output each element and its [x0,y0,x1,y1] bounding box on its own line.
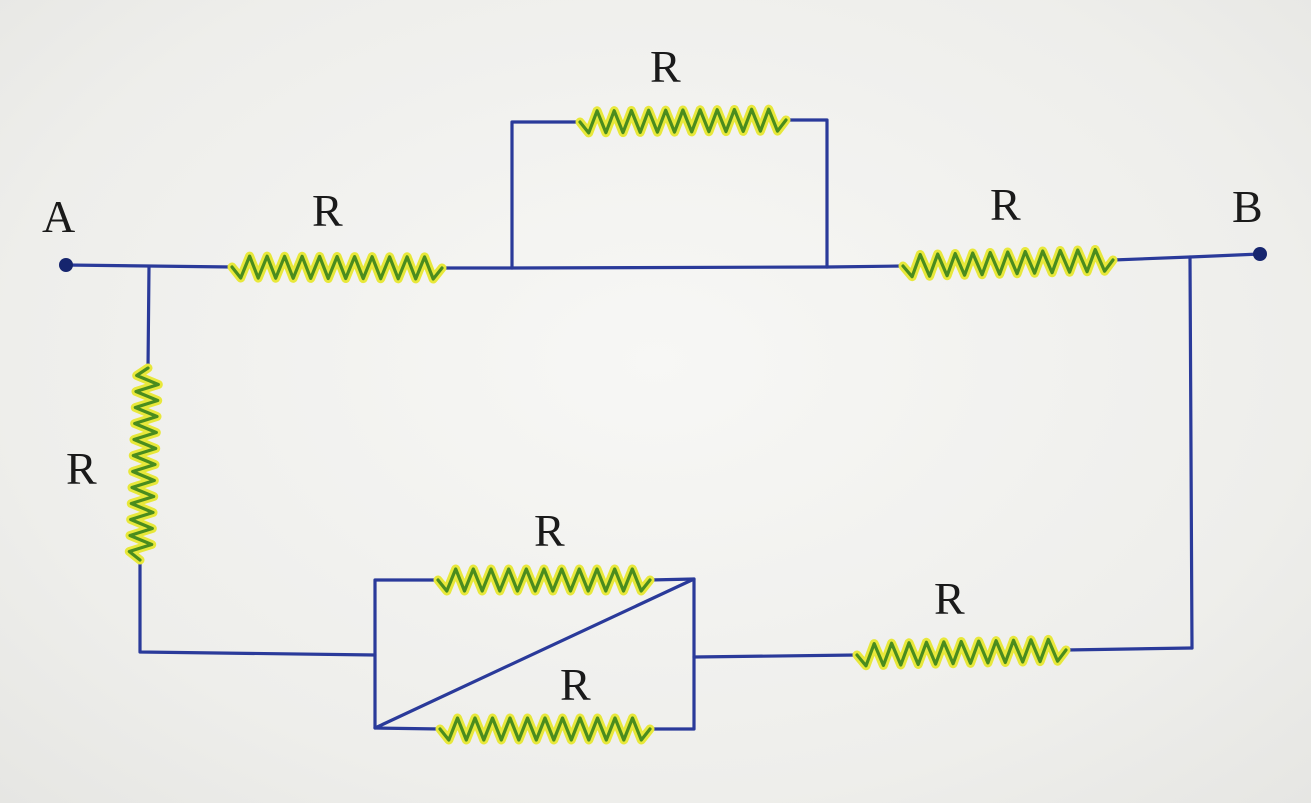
resistor-bottom-right [852,634,1071,671]
resistor-left-series [227,251,447,284]
resistor-label-box-lower: R [560,659,591,710]
resistor-left-series-coil [230,254,444,281]
wire-top-loop [510,118,829,270]
terminal-b-node [1253,247,1267,261]
resistor-label-box-upper: R [534,505,565,556]
resistor-left-vertical-coil [127,366,160,562]
resistor-label-right-series: R [990,179,1021,230]
wire-b-vertical [1188,255,1194,650]
wire-left-junction-down [146,265,151,370]
wires [64,118,1262,731]
resistor-label-left-series: R [312,185,343,236]
terminal-a-label: A [42,191,75,242]
wire-right-resistor-to-b [1111,252,1262,262]
resistor-left-vertical [124,363,163,565]
terminal-a-node [59,258,73,272]
resistor-box-lower [435,713,655,745]
resistor-box-lower-coil [438,716,652,742]
wire-left-bottom [138,558,377,657]
resistor-right-series [898,245,1118,282]
wire-diagonal [373,577,696,730]
wire-loop-to-right-resistor [825,264,905,269]
resistor-right-series-coil [901,247,1115,279]
terminal-b-label: B [1232,181,1263,232]
resistor-label-left-vertical: R [66,443,97,494]
resistor-bottom-right-coil [855,637,1068,668]
resistor-box-upper-coil [436,567,652,593]
wire-bottom-right [1064,646,1194,652]
resistor-top-parallel [575,104,791,138]
resistor-box-upper [433,564,655,596]
wire-loop-bottom [510,265,829,270]
resistors [124,104,1118,745]
wire-bottom-box [373,577,696,731]
resistor-label-top-parallel: R [650,41,681,92]
resistor-label-bottom-right: R [934,573,965,624]
resistor-top-parallel-coil [578,107,788,135]
wire-box-to-bottom-resistor [692,653,859,659]
